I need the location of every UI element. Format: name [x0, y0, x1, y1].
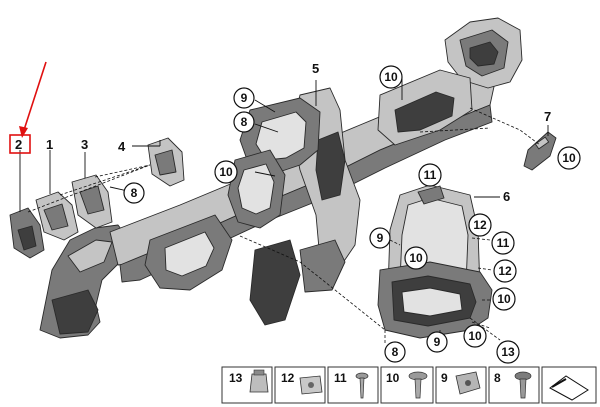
callout-circle-12b: 12	[493, 259, 517, 283]
svg-text:10: 10	[468, 329, 482, 343]
svg-text:11: 11	[334, 371, 347, 385]
callout-5: 5	[312, 61, 319, 76]
callout-circle-8b: 8	[123, 182, 145, 204]
legend-item-arrow	[541, 366, 597, 404]
callout-circle-9b: 9	[369, 227, 391, 249]
collar-screw-icon	[408, 371, 428, 399]
callout-circle-10a: 10	[379, 65, 403, 89]
legend-item-10: 10	[380, 366, 434, 404]
svg-text:10: 10	[497, 292, 511, 306]
svg-text:8: 8	[494, 371, 501, 385]
highlight-arrow	[19, 61, 47, 138]
svg-text:11: 11	[497, 236, 510, 250]
leader-lines	[19, 78, 549, 212]
callout-circle-11a: 11	[418, 163, 442, 187]
legend-item-11: 11	[327, 366, 379, 404]
instrument-panel-carrier	[39, 17, 523, 339]
callout-2: 2	[15, 137, 22, 152]
callout-circle-12a: 12	[468, 213, 492, 237]
callout-circle-10d: 10	[404, 246, 428, 270]
svg-text:8: 8	[131, 186, 138, 200]
callout-6: 6	[503, 189, 510, 204]
svg-text:9: 9	[241, 91, 248, 105]
screw-icon	[355, 372, 369, 399]
legend-item-12: 12	[274, 366, 326, 404]
svg-text:13: 13	[501, 345, 515, 359]
svg-text:10: 10	[386, 371, 400, 385]
bracket-part-3	[71, 174, 113, 229]
svg-text:11: 11	[424, 168, 437, 182]
callout-4: 4	[118, 139, 126, 154]
spring-nut-icon	[299, 375, 323, 395]
callout-circle-9c: 9	[426, 331, 448, 353]
callout-circle-10f: 10	[463, 324, 487, 348]
fastener-legend: 13 12 11 10	[221, 366, 597, 404]
svg-text:8: 8	[392, 345, 399, 359]
svg-text:9: 9	[441, 371, 448, 385]
legend-item-9: 9	[435, 366, 487, 404]
arrow-icon	[549, 375, 589, 401]
callout-7: 7	[544, 109, 551, 124]
callout-circle-9a: 9	[233, 87, 255, 109]
bracket-part-2	[9, 207, 45, 259]
svg-text:8: 8	[241, 115, 248, 129]
svg-text:10: 10	[409, 251, 423, 265]
svg-text:9: 9	[434, 335, 441, 349]
bracket-part-4	[147, 137, 185, 187]
callout-circle-10c: 10	[214, 160, 238, 184]
callout-circle-10e: 10	[492, 287, 516, 311]
bracket-part-7	[523, 131, 557, 171]
callout-1: 1	[46, 137, 53, 152]
bracket-part-1	[35, 191, 79, 241]
svg-text:12: 12	[498, 264, 512, 278]
console-frame-part-6	[377, 184, 493, 339]
highlight-box	[9, 134, 31, 154]
legend-item-8: 8	[488, 366, 540, 404]
svg-text:9: 9	[377, 231, 384, 245]
svg-text:13: 13	[229, 371, 243, 385]
expanding-nut-icon	[455, 371, 481, 395]
callout-circle-8c: 8	[384, 341, 406, 363]
svg-text:10: 10	[384, 70, 398, 84]
svg-text:10: 10	[562, 151, 576, 165]
callout-circle-10b: 10	[557, 146, 581, 170]
callout-circle-11b: 11	[491, 231, 515, 255]
callout-circle-13: 13	[496, 340, 520, 364]
callout-3: 3	[81, 137, 88, 152]
svg-text:12: 12	[281, 371, 295, 385]
flange-bolt-icon	[514, 371, 532, 399]
svg-text:10: 10	[219, 165, 233, 179]
callout-circle-8a: 8	[233, 111, 255, 133]
svg-text:12: 12	[473, 218, 487, 232]
clip-nut-icon	[249, 369, 269, 393]
legend-item-13: 13	[221, 366, 273, 404]
